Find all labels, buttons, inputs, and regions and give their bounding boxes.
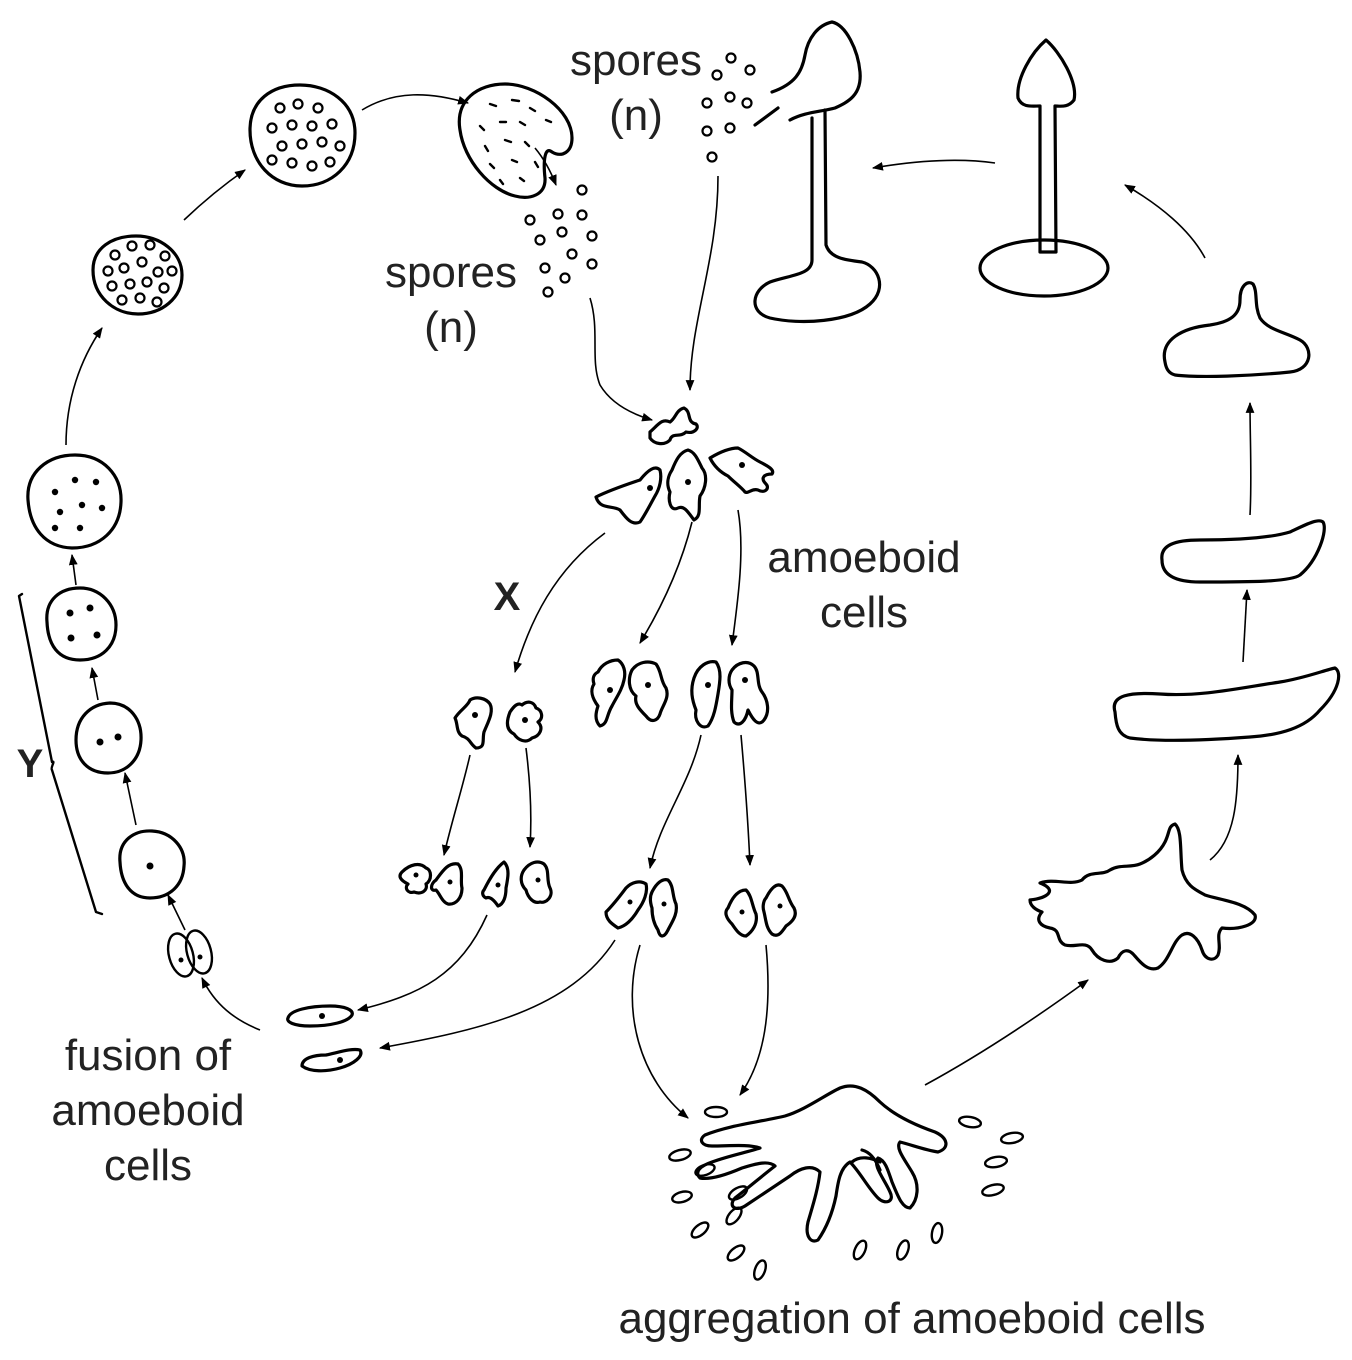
spores-top-label: spores xyxy=(570,36,702,85)
zygote-pair xyxy=(166,929,214,978)
amoeboid-cells-left-pair xyxy=(453,696,544,750)
spores-middle-ploidy-label: (n) xyxy=(424,303,478,352)
zygote-nucleus-many xyxy=(26,453,123,550)
zygote-nucleus-1 xyxy=(118,829,186,900)
aggregation-label: aggregation of amoeboid cells xyxy=(618,1294,1205,1343)
amoeboid-cells-converging-right xyxy=(724,883,797,938)
sporangium-young xyxy=(91,234,184,316)
aggregating-cells-scatter xyxy=(668,1105,1025,1281)
amoeboid-cells-converging-left xyxy=(604,878,678,938)
fusion-label-line2: amoeboid xyxy=(51,1086,244,1135)
amoeboid-cells-label-line2: cells xyxy=(820,588,908,637)
y-marker-label: Y xyxy=(17,742,44,786)
fusing-cell-lower xyxy=(300,1047,363,1073)
fruiting-body-releasing xyxy=(753,20,882,324)
zygote-nucleus-2 xyxy=(74,701,143,775)
fusion-label-line3: cells xyxy=(104,1141,192,1190)
germinating-amoeba-cluster xyxy=(648,406,699,446)
sporangium-bursting xyxy=(457,82,574,199)
y-bracket xyxy=(17,592,104,916)
fruiting-body-mature xyxy=(978,38,1110,298)
amoeboid-cells-center-pair xyxy=(590,658,770,729)
spores-middle-label: spores xyxy=(385,248,517,297)
x-marker-label: X xyxy=(494,575,521,619)
released-spores-top xyxy=(701,52,756,163)
zygote-nucleus-4 xyxy=(45,586,118,662)
aggregation-mass xyxy=(696,1084,948,1243)
fruiting-body-stalk-forming xyxy=(1162,281,1311,379)
pseudoplasmodium-rising xyxy=(1028,822,1257,971)
released-spores-middle xyxy=(524,184,598,298)
amoeboid-cells-left-quad xyxy=(398,860,553,908)
sporangium-mature xyxy=(248,83,357,188)
amoeboid-cells-label-line1: amoeboid xyxy=(767,533,960,582)
fusing-cell-upper xyxy=(286,1004,354,1028)
slug-large xyxy=(1112,666,1341,742)
amoeboid-cells-trio xyxy=(594,446,775,525)
slug-small xyxy=(1160,519,1326,584)
spores-top-ploidy-label: (n) xyxy=(609,91,663,140)
fusion-label-line1: fusion of xyxy=(65,1031,232,1080)
cycle-arrows xyxy=(65,93,1255,1119)
